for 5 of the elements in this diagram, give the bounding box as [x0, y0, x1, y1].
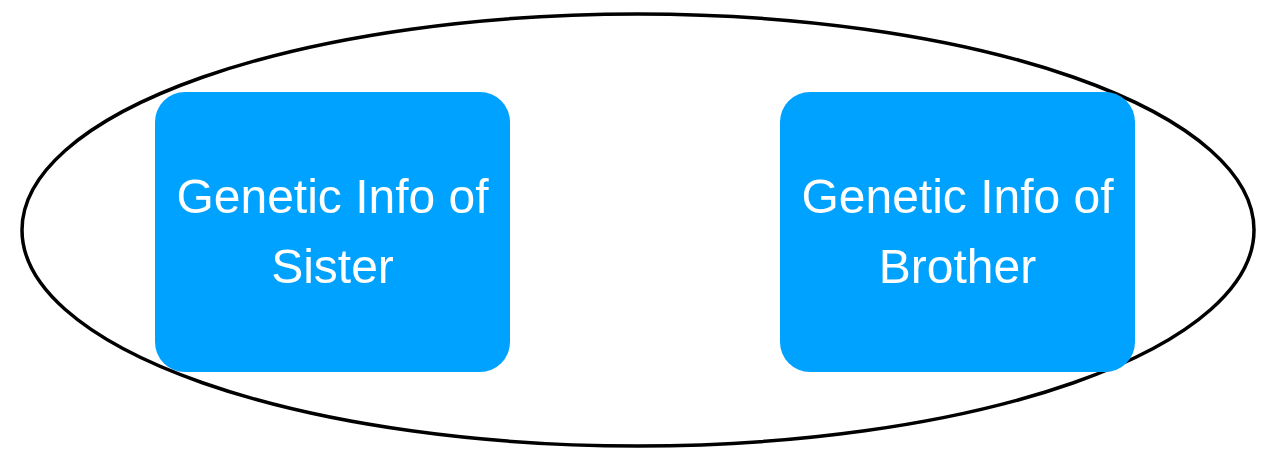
ellipse-outline	[20, 12, 1256, 448]
info-box	[780, 92, 1135, 372]
info-box	[155, 92, 510, 372]
box-label: Genetic Info of Sister	[175, 169, 490, 295]
box-label: Genetic Info of Brother	[800, 169, 1115, 295]
